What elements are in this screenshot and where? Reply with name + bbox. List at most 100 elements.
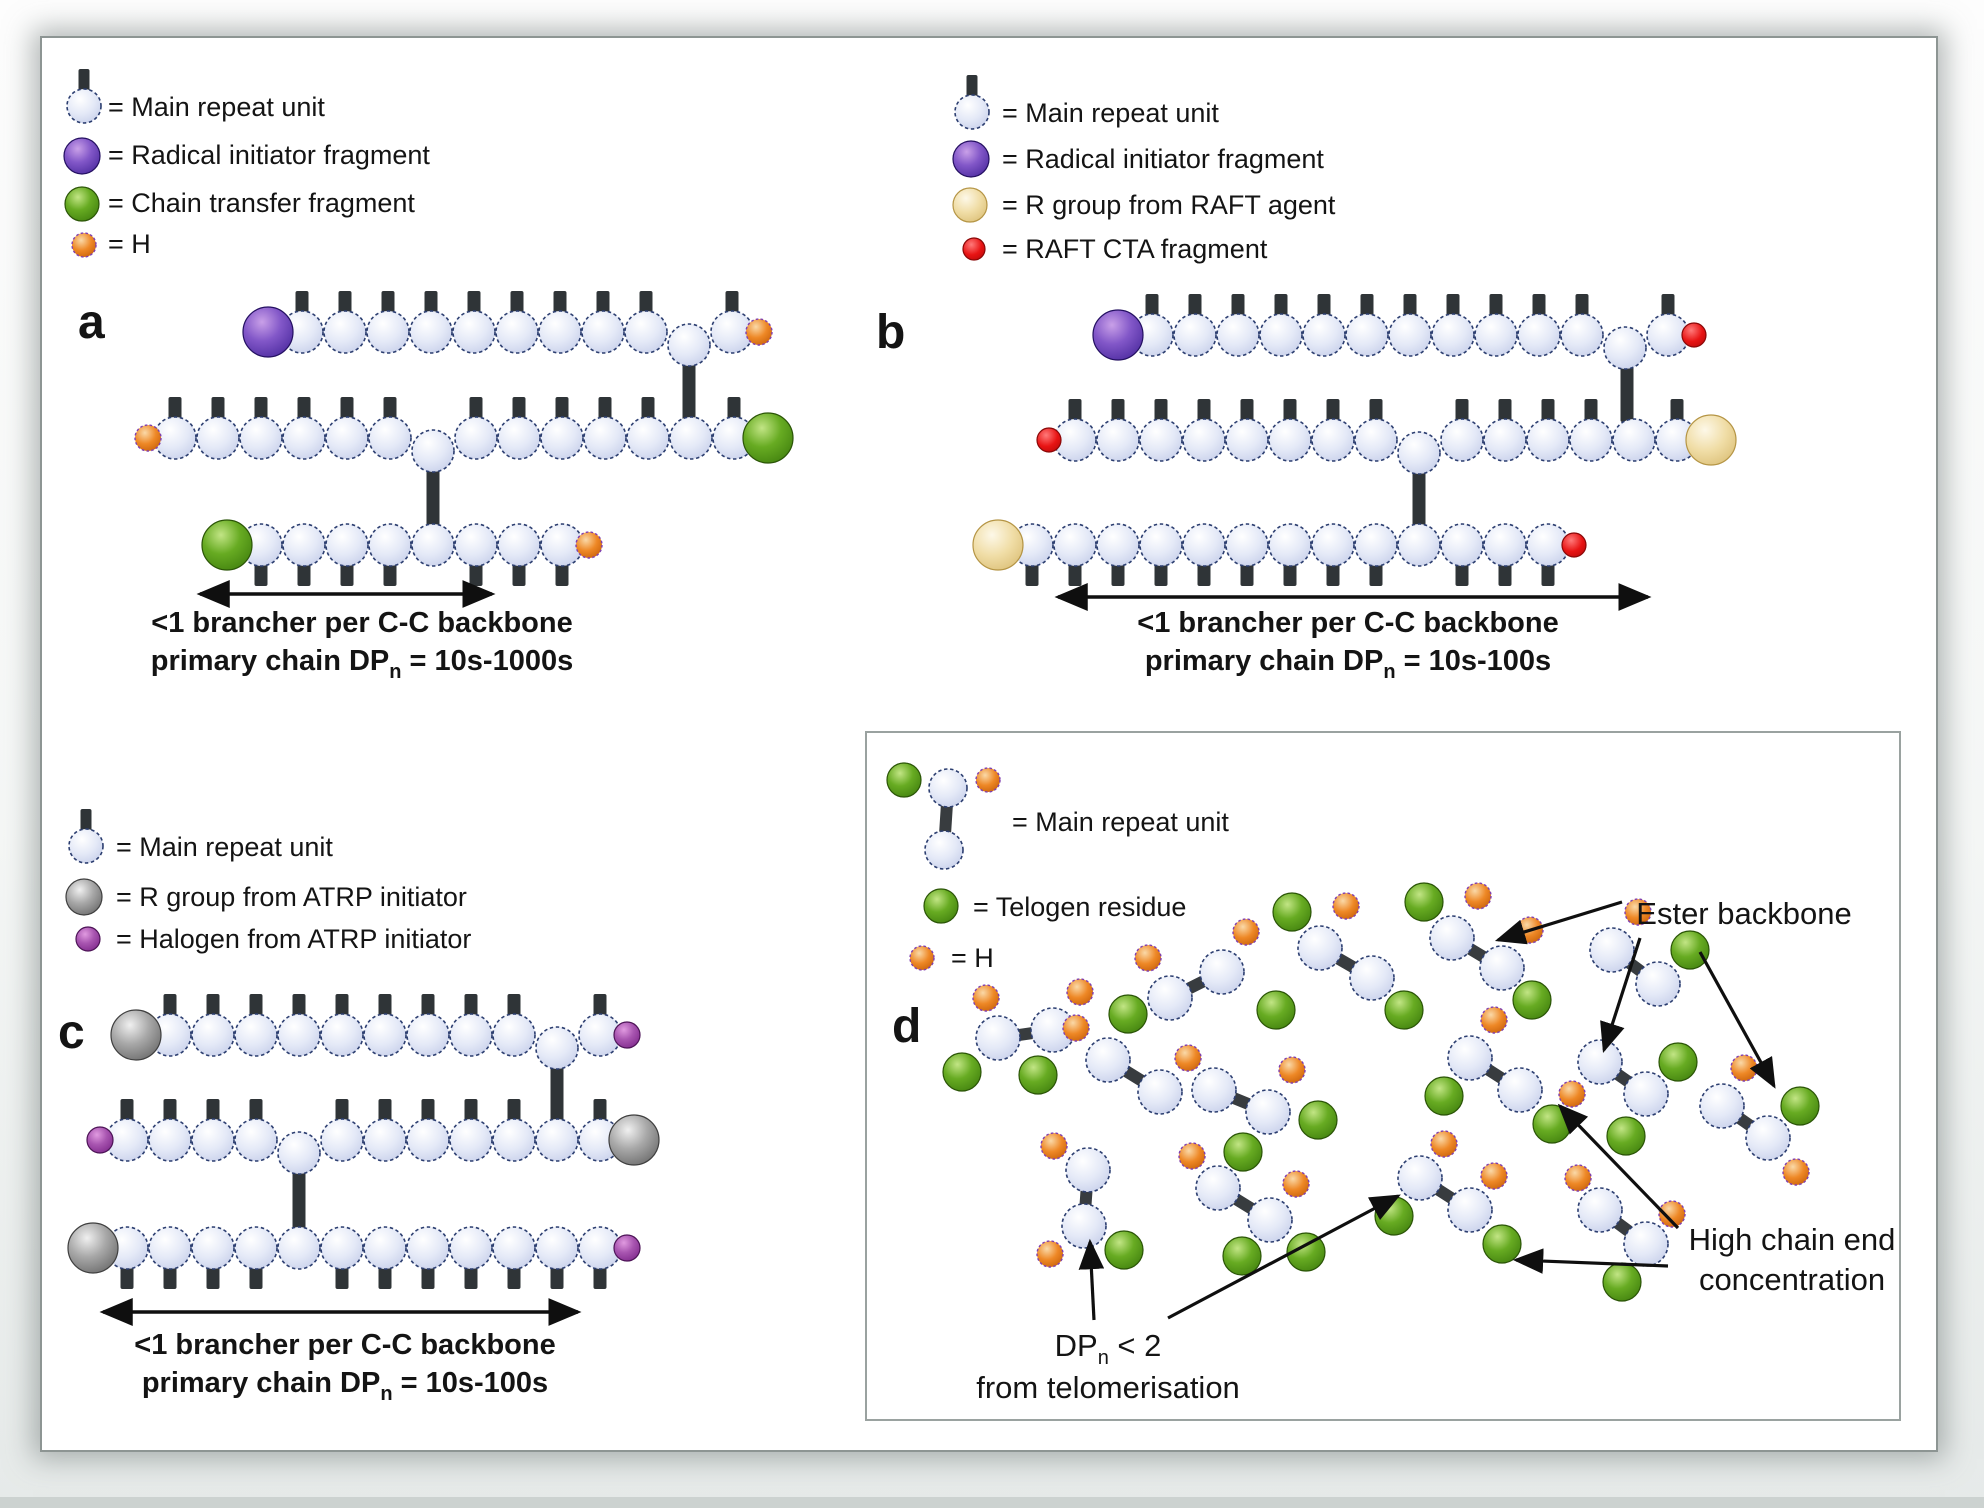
main-repeat-unit-bead	[454, 523, 498, 567]
oligomer-unit	[1036, 1132, 1144, 1270]
side-group-stub	[1403, 294, 1417, 321]
main-repeat-unit-bead	[1440, 523, 1484, 567]
legend-d-telogen: = Telogen residue	[973, 892, 1186, 922]
main-repeat-unit-bead	[492, 1118, 536, 1162]
side-group-stub	[1584, 399, 1598, 426]
side-group-stub	[1154, 399, 1168, 426]
side-group-stub	[1068, 559, 1082, 586]
legend-icon	[71, 232, 97, 258]
legend-icon	[962, 237, 986, 261]
main-repeat-unit-bead	[492, 1013, 536, 1057]
main-repeat-unit-bead	[954, 94, 990, 130]
branch-link	[550, 1062, 564, 1122]
legend-icon	[68, 809, 104, 864]
green-bead	[1670, 930, 1710, 970]
main-repeat-unit-bead	[1699, 1083, 1745, 1129]
main-repeat-unit-bead	[581, 310, 625, 354]
hydrogen-bead	[1730, 1054, 1758, 1082]
side-group-stub	[1231, 294, 1245, 321]
side-group-stub	[1068, 399, 1082, 426]
legend-icon	[952, 140, 990, 178]
green-bead	[1272, 892, 1312, 932]
main-repeat-unit-bead	[449, 1226, 493, 1270]
side-group-stub	[1369, 559, 1383, 586]
hydrogen-bead	[1040, 1132, 1068, 1160]
main-repeat-unit-bead	[1577, 1187, 1623, 1233]
green-bead	[942, 1052, 982, 1092]
main-repeat-unit-bead	[1268, 523, 1312, 567]
hydrogen-bead	[1464, 882, 1492, 910]
side-group-stub	[469, 397, 483, 424]
side-group-stub	[1369, 399, 1383, 426]
side-group-stub	[510, 291, 524, 318]
hydrogen-bead	[71, 232, 97, 258]
side-group-stub	[555, 397, 569, 424]
side-group-stub	[464, 994, 478, 1021]
hydrogen-bead	[972, 984, 1000, 1012]
side-group-stub	[421, 1262, 435, 1289]
main-repeat-unit-bead	[1397, 431, 1441, 475]
main-repeat-unit-bead	[1297, 925, 1343, 971]
main-repeat-unit-bead	[928, 768, 968, 808]
side-group-stub	[1145, 294, 1159, 321]
oligomer-unit	[1174, 1044, 1338, 1172]
green-bead	[1108, 994, 1148, 1034]
side-group-stub	[292, 994, 306, 1021]
hydrogen-bead	[1178, 1142, 1206, 1170]
side-group-stub	[469, 559, 483, 586]
polymer-chain	[1036, 399, 1737, 475]
oligomer-unit	[1134, 918, 1296, 1030]
green-bead	[1658, 1042, 1698, 1082]
side-group-stub	[1111, 399, 1125, 426]
main-repeat-unit-bead	[1247, 1197, 1293, 1243]
side-group-stub	[383, 559, 397, 586]
legend-icon	[923, 888, 959, 924]
branch-link	[292, 1166, 306, 1230]
main-repeat-unit-bead	[191, 1013, 235, 1057]
side-group-stub	[335, 1099, 349, 1126]
green-bead	[742, 412, 794, 464]
side-group-stub	[1326, 559, 1340, 586]
main-repeat-unit-bead	[1065, 1147, 1111, 1193]
main-repeat-unit-bead	[1429, 915, 1475, 961]
legend-b-radical-initiator: = Radical initiator fragment	[1002, 144, 1324, 174]
main-repeat-unit-bead	[320, 1226, 364, 1270]
branch-link	[682, 358, 696, 420]
side-group-stub	[641, 397, 655, 424]
main-repeat-unit-bead	[406, 1226, 450, 1270]
main-repeat-unit-bead	[325, 523, 369, 567]
main-repeat-unit-bead	[153, 416, 197, 460]
main-repeat-unit-bead	[626, 416, 670, 460]
raft-cta-bead	[1681, 322, 1707, 348]
main-repeat-unit-bead	[1268, 418, 1312, 462]
main-repeat-unit-bead	[1483, 418, 1527, 462]
main-repeat-unit-bead	[1623, 1221, 1669, 1267]
hydrogen-bead	[1278, 1056, 1306, 1084]
side-group-stub	[421, 994, 435, 1021]
main-repeat-unit-bead	[1053, 523, 1097, 567]
main-repeat-unit-bead	[282, 416, 326, 460]
main-repeat-unit-bead	[583, 416, 627, 460]
side-group-stub	[163, 994, 177, 1021]
legend-b-raft-cta: = RAFT CTA fragment	[1002, 234, 1268, 264]
legend-c-atrp-r-group: = R group from ATRP initiator	[116, 882, 467, 912]
green-bead	[201, 519, 253, 571]
side-group-stub	[211, 397, 225, 424]
side-group-stub	[1154, 559, 1168, 586]
side-group-stub	[1541, 399, 1555, 426]
oligomer-unit	[1699, 1054, 1820, 1186]
main-repeat-unit-bead	[191, 1118, 235, 1162]
legend-icon	[909, 945, 935, 971]
atrp-r-group-bead	[65, 878, 103, 916]
green-bead	[886, 762, 922, 798]
side-group-stub	[120, 1262, 134, 1289]
hydrogen-bead	[1558, 1080, 1586, 1108]
side-group-stub	[249, 1099, 263, 1126]
polymer-chain	[67, 1222, 641, 1289]
raft-cta-bead	[962, 237, 986, 261]
main-repeat-unit-bead	[325, 416, 369, 460]
main-repeat-unit-bead	[411, 429, 455, 473]
side-group-stub	[163, 1099, 177, 1126]
radical-initiator-bead	[242, 306, 294, 358]
main-repeat-unit-bead	[492, 1226, 536, 1270]
